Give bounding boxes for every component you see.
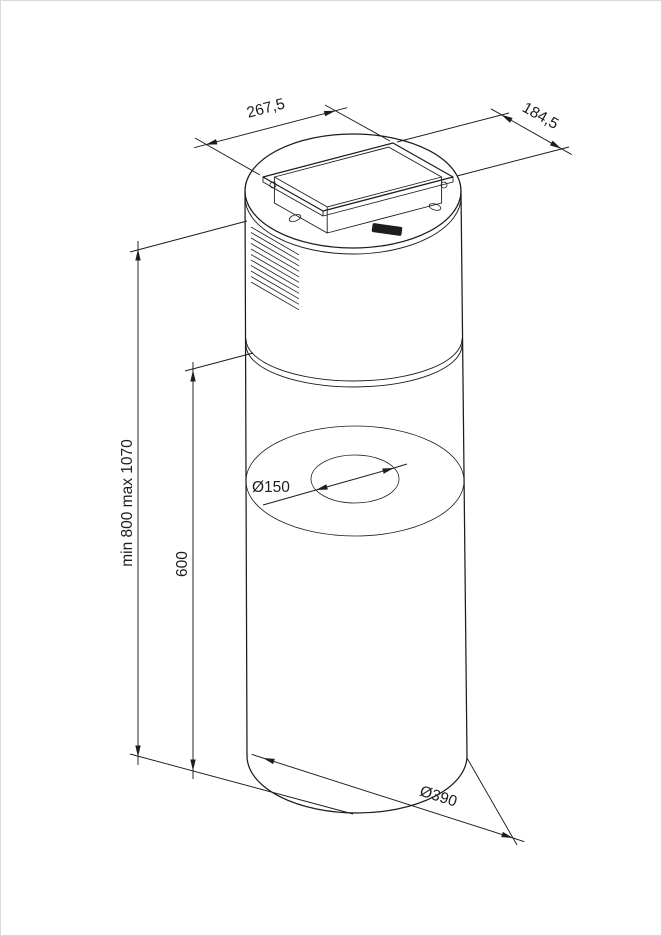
- top-rim-band: [244, 196, 462, 255]
- duct-shaft-walls: [273, 176, 443, 234]
- section-seam-arc-upper: [245, 338, 463, 382]
- top-duct-box: [262, 142, 454, 236]
- dim-lower-height: 600: [174, 352, 254, 779]
- ext-line-bottom: [129, 753, 354, 815]
- ext-line-right: [456, 146, 570, 177]
- dim-duct-diameter: Ø150: [252, 463, 408, 506]
- leader-right: [393, 463, 408, 469]
- duct-flange-outer: [262, 142, 454, 212]
- cylinder-side-right: [460, 190, 468, 757]
- ext-line-right: [324, 104, 391, 142]
- mount-slot-left-icon: [288, 214, 302, 222]
- cylinder-bottom-arc: [246, 755, 468, 814]
- ext-line-right: [466, 757, 518, 846]
- dim-line-overshoot: [194, 107, 348, 149]
- dim-overall-height: min 800 max 1070: [119, 220, 354, 815]
- dim-top-width: 267,5: [194, 96, 391, 176]
- dim-top-depth: 184,5: [396, 99, 572, 177]
- hood-body: [244, 133, 468, 814]
- duct-flange-thickness: [262, 176, 454, 217]
- ext-line-top: [129, 220, 248, 253]
- leader-left: [262, 489, 317, 506]
- ext-line-left: [396, 112, 510, 143]
- dim-body-diameter: Ø390: [251, 753, 525, 846]
- vent-louvers: [250, 226, 300, 311]
- screw-hole-right-icon: [440, 181, 448, 189]
- ext-line-left: [194, 137, 261, 176]
- dim-body-diameter-label: Ø390: [418, 783, 460, 811]
- dim-line: [501, 114, 562, 150]
- dim-lower-height-label: 600: [174, 551, 191, 577]
- dim-line: [205, 110, 336, 146]
- cross-section-ellipse: [245, 425, 465, 537]
- mount-slot-right-icon: [428, 203, 442, 211]
- dim-line-overshoot: [490, 108, 572, 156]
- ext-line-top: [184, 352, 254, 372]
- dim-top-width-label: 267,5: [245, 96, 287, 122]
- section-seam-arc-lower: [245, 344, 463, 388]
- screw-hole-left-icon: [269, 181, 277, 189]
- dimensions: min 800 max 1070 600 267,5: [119, 96, 572, 846]
- dim-line-overshoot: [251, 753, 525, 843]
- brand-plate: [371, 223, 403, 236]
- top-rim-ellipse: [244, 133, 462, 249]
- dim-line: [262, 757, 514, 839]
- arrow-right: [354, 467, 395, 480]
- duct-hole-ellipse: [310, 454, 400, 504]
- dim-duct-diameter-label: Ø150: [252, 479, 290, 496]
- arrow-left: [315, 478, 356, 491]
- cylinder-side-left: [244, 190, 248, 757]
- dim-overall-height-label: min 800 max 1070: [119, 439, 136, 567]
